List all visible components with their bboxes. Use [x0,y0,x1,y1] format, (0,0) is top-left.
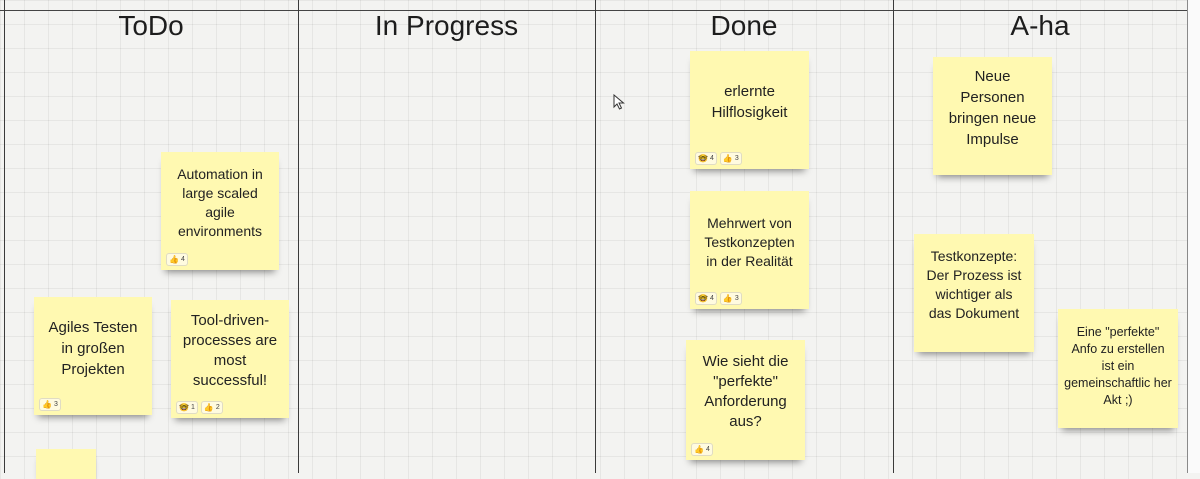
sticky-note[interactable]: Testkonzepte: Der Prozess ist wichtiger … [914,234,1034,352]
column-divider [298,0,299,473]
reaction-count: 4 [709,155,714,162]
column-title-todo: ToDo [118,10,184,41]
reaction-chip[interactable]: 👍4 [166,253,188,266]
sticky-note-text: erlernte Hilflosigkeit [711,83,788,121]
reaction-chip[interactable]: 👍3 [719,152,742,165]
reaction-bar: 🤓1👍2 [176,401,223,414]
reaction-chip[interactable]: 🤓4 [695,152,717,165]
nerd-face-icon: 🤓 [698,153,708,163]
reaction-count: 4 [180,256,185,263]
sticky-note[interactable]: Neue Personen bringen neue Impulse [933,57,1052,175]
sticky-note[interactable]: Tool-driven-processes are most successfu… [171,300,289,418]
reaction-bar: 🤓4👍3 [695,292,742,305]
thumbs-up-icon: 👍 [203,402,214,412]
reaction-bar: 👍3 [39,398,61,411]
reaction-bar: 👍4 [166,253,188,266]
reaction-count: 4 [705,445,710,453]
mouse-cursor-icon [613,94,625,110]
board-right-edge [1187,0,1200,473]
thumbs-up-icon: 👍 [694,444,704,454]
reaction-chip[interactable]: 👍3 [39,398,61,411]
sticky-note-text: Neue Personen bringen neue Impulse [948,68,1037,148]
reaction-count: 3 [53,401,58,408]
reaction-chip[interactable]: 🤓1 [176,401,198,414]
header-border [0,10,1200,11]
sticky-note[interactable]: Agiles Testen in großen Projekten 👍3 [34,297,152,415]
nerd-face-icon: 🤓 [179,402,189,412]
sticky-note-partial[interactable] [36,449,96,479]
column-title-done: Done [710,10,778,41]
thumbs-up-icon: 👍 [169,254,179,264]
sticky-note-text: Tool-driven-processes are most successfu… [182,312,278,389]
sticky-note[interactable]: Eine "perfekte" Anfo zu erstellen ist ei… [1058,309,1178,428]
reaction-count: 2 [215,403,220,411]
column-divider [595,0,596,473]
column-divider [893,0,894,473]
sticky-note-text: Eine "perfekte" Anfo zu erstellen ist ei… [1064,325,1172,407]
reaction-count: 1 [190,403,195,411]
reaction-chip[interactable]: 👍4 [691,443,713,456]
thumbs-up-icon: 👍 [722,153,733,163]
sticky-note-text: Automation in large scaled agile environ… [177,166,263,239]
column-divider [4,0,5,473]
sticky-note-text: Testkonzepte: Der Prozess ist wichtiger … [926,248,1022,321]
sticky-note[interactable]: Automation in large scaled agile environ… [161,152,279,270]
reaction-chip[interactable]: 🤓4 [695,292,717,305]
sticky-note-text: Wie sieht die "perfekte" Anforderung aus… [702,353,789,430]
reaction-bar: 👍4 [691,443,713,456]
reaction-chip[interactable]: 👍3 [719,292,742,305]
sticky-note[interactable]: Mehrwert von Testkonzepten in der Realit… [690,191,809,309]
sticky-note[interactable]: erlernte Hilflosigkeit 🤓4👍3 [690,51,809,169]
reaction-bar: 🤓4👍3 [695,152,742,165]
nerd-face-icon: 🤓 [698,293,708,303]
reaction-count: 4 [709,295,714,302]
column-title-in-progress: In Progress [374,10,519,41]
thumbs-up-icon: 👍 [42,399,52,409]
reaction-chip[interactable]: 👍2 [200,401,223,414]
sticky-note[interactable]: Wie sieht die "perfekte" Anforderung aus… [686,340,805,460]
thumbs-up-icon: 👍 [722,293,733,303]
sticky-note-text: Mehrwert von Testkonzepten in der Realit… [704,214,795,269]
column-title-a-ha: A-ha [1010,10,1070,41]
reaction-count: 3 [734,295,739,302]
sticky-note-text: Agiles Testen in großen Projekten [48,318,138,378]
reaction-count: 3 [734,155,739,162]
